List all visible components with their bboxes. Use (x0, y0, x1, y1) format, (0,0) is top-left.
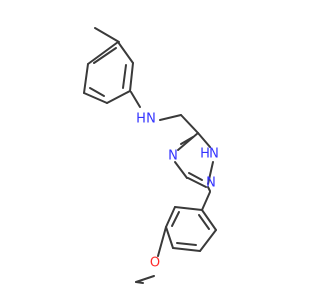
methoxyphenyl-ring (165, 206, 217, 252)
aromatic-bond (171, 211, 180, 227)
aromatic-bond (93, 47, 117, 64)
bond (94, 27, 120, 43)
bond (83, 63, 89, 94)
bond (117, 41, 134, 64)
aromatic-bond (198, 214, 210, 230)
bond (157, 226, 167, 257)
bond (87, 41, 119, 65)
chemical-structure: N H H N N N O (83, 27, 219, 284)
bond (106, 90, 131, 104)
bond (199, 229, 217, 252)
bond (130, 91, 141, 108)
tolyl-ring (83, 27, 134, 104)
methoxy-oxygen-label: O (150, 256, 160, 271)
bond (83, 92, 108, 104)
triazole-n4-label: N (168, 149, 178, 164)
bond (165, 206, 176, 228)
bond (207, 186, 211, 192)
triazole-nh-label: N (209, 147, 219, 162)
bond (129, 62, 134, 92)
bond (201, 191, 211, 211)
bond (135, 281, 144, 284)
triazole-hydrogen-label: H (200, 147, 210, 162)
bond (180, 136, 194, 145)
aromatic-bond (122, 64, 127, 89)
bond (172, 247, 201, 252)
bond (180, 114, 199, 134)
aromatic-bond (176, 242, 197, 246)
aromatic-bond (89, 87, 105, 97)
bond (159, 114, 182, 121)
triazole-ring (174, 132, 214, 188)
bond (174, 161, 188, 179)
bond (187, 177, 207, 188)
bond (165, 226, 174, 249)
triazole-n2-label: N (206, 176, 216, 191)
amine-hydrogen-label: H (136, 112, 146, 127)
bond (201, 209, 217, 231)
amine-nitrogen-label: N (146, 112, 156, 127)
bond (207, 161, 214, 185)
bond (135, 275, 155, 283)
bond (197, 132, 211, 148)
bond (177, 132, 199, 151)
bond (174, 206, 203, 211)
bond (188, 172, 203, 181)
